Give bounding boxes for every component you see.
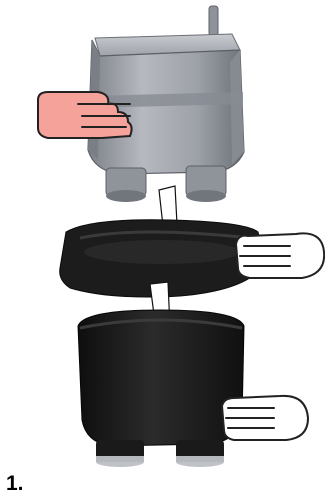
pump-cable — [209, 6, 218, 36]
step-number: 1. — [6, 472, 24, 496]
black-cup-reservoir — [78, 310, 244, 467]
pump-facet — [230, 50, 244, 164]
pump-spout-left — [106, 168, 146, 202]
hand-white-icon — [222, 396, 308, 440]
pump-spout-right — [186, 166, 226, 202]
hand-white-icon — [236, 233, 324, 278]
